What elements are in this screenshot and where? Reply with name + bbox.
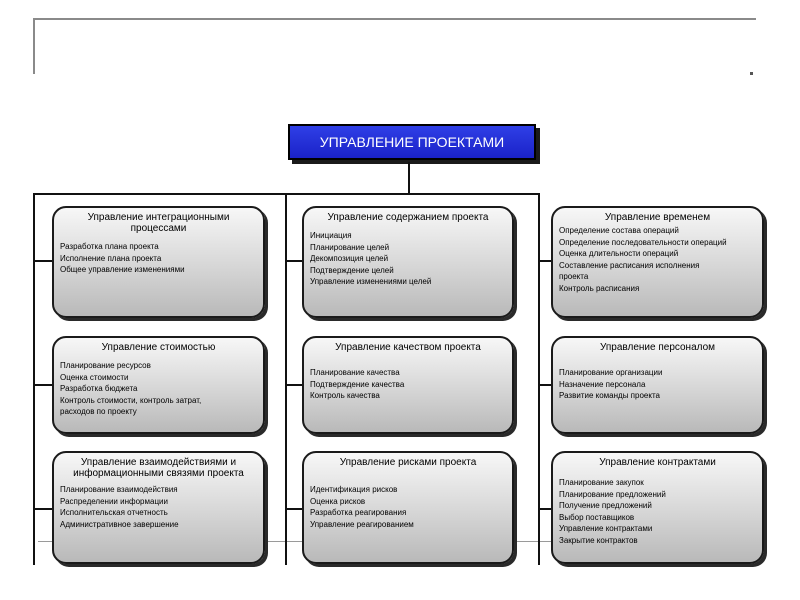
card-item: Подтверждение качества [310,379,405,389]
card-title: Управление контрактами [599,457,716,468]
card-item: Определение последовательности операций [559,237,727,247]
card-time: Управление временем Определение состава … [551,206,764,318]
card-item: Планирование целей [310,242,390,252]
frame-top-line [33,18,756,20]
card-title: Управление временем [604,212,711,223]
root-label: УПРАВЛЕНИЕ ПРОЕКТАМИ [319,134,505,150]
card-item: Назначение персонала [559,379,646,389]
card-title: Управление рисками проекта [339,457,477,468]
branch-right [538,193,540,565]
card-quality: Управление качеством проекта Планировани… [302,336,514,434]
card-cost: Управление стоимостью Планирование ресур… [52,336,265,434]
card-item: Управление реагированием [310,519,414,529]
card-item: Управление изменениями целей [310,277,432,286]
card-item: Разработка бюджета [60,384,138,393]
stub [540,260,551,262]
card-integration: Управление интеграционными процессами Ра… [52,206,265,318]
card-item: Планирование качества [310,368,400,377]
root-node: УПРАВЛЕНИЕ ПРОЕКТАМИ [288,124,536,160]
card-item: Выбор поставщиков [559,512,635,522]
stub [35,260,52,262]
card-item: Исполнительская отчетность [60,508,168,517]
card-item: Контроль расписания [559,283,640,293]
card-item: Получение предложений [559,501,652,510]
frame-left-line [33,18,35,74]
card-item: Оценка длительности операций [559,249,679,258]
card-item: Оценка рисков [310,496,366,506]
card-item: Планирование взаимодействия [60,485,178,494]
card-item: Подтверждение целей [310,265,394,275]
root-connector [408,162,410,194]
card-contracts: Управление контрактами Планирование заку… [551,451,764,564]
card-item: Управление контрактами [559,524,653,533]
card-item: Разработка реагирования [310,508,407,517]
card-scope: Управление содержанием проекта Инициация… [302,206,514,318]
card-title: Управление взаимодействиями и информацио… [73,457,244,479]
frame-corner-dot [750,72,753,75]
card-title: Управление содержанием проекта [327,212,489,223]
card-personnel: Управление персоналом Планирование орган… [551,336,764,434]
stub [35,384,52,386]
card-risk: Управление рисками проекта Идентификация… [302,451,514,564]
card-item: проекта [559,272,589,281]
branch-middle [285,193,287,565]
card-item: Развитие команды проекта [559,391,660,400]
card-item: Исполнение плана проекта [60,253,162,263]
card-title: Управление интеграционными процессами [87,212,230,234]
card-item: Оценка стоимости [60,372,129,382]
stub [287,384,302,386]
card-item: Планирование организации [559,368,663,377]
stub [540,384,551,386]
card-item: Определение состава операций [559,226,679,235]
card-item: Планирование ресурсов [60,361,151,370]
card-item: расходов по проекту [60,407,137,416]
card-item: Планирование предложений [559,489,666,499]
card-item: Инициация [310,231,352,240]
card-item: Контроль стоимости, контроль затрат, [60,395,202,405]
card-communications: Управление взаимодействиями и информацио… [52,451,265,564]
card-item: Распределении информации [60,496,168,506]
stub [35,508,52,510]
branch-left [33,193,35,565]
card-item: Закрытие контрактов [559,535,638,545]
card-item: Декомпозиция целей [310,254,389,263]
stub [287,508,302,510]
card-item: Разработка плана проекта [60,242,159,251]
card-item: Составление расписания исполнения [559,260,700,270]
card-title: Управление стоимостью [101,342,216,353]
card-item: Административное завершение [60,519,179,529]
card-item: Идентификация рисков [310,485,398,494]
card-title: Управление качеством проекта [335,342,481,353]
stub [287,260,302,262]
card-title: Управление персоналом [599,342,716,353]
stub [540,508,551,510]
card-item: Контроль качества [310,391,380,400]
card-item: Общее управление изменениями [60,265,185,274]
card-item: Планирование закупок [559,478,644,487]
